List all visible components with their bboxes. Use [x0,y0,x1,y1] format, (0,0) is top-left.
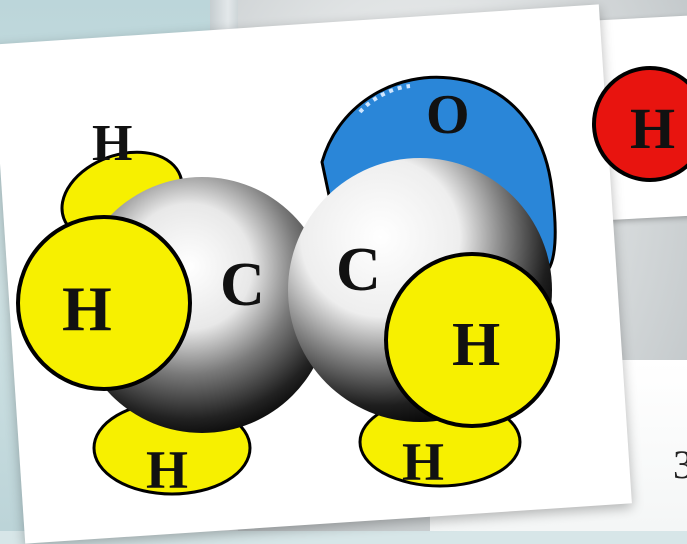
edge-text: 3 [673,445,687,485]
hydrogen-atom-left-front [16,215,192,391]
atom-label-o: O [426,84,470,146]
atom-label-h-right: H [452,311,500,379]
oxygen-hydrogen-atom: H [592,66,687,182]
hydrogen-atom-icon [384,252,560,428]
atom-label-h-oxygen: H [630,96,675,161]
atom-label-h-top: H [92,115,132,172]
atom-label-h-left: H [62,273,112,344]
atom-label-c-left: C [220,251,265,319]
hydrogen-atom-icon [592,66,687,182]
atom-label-c-right: C [336,236,381,304]
atom-label-h-bottom-right: H [402,432,444,492]
hydrogen-atom-icon [16,215,192,391]
hydrogen-atom-right-front [384,252,560,428]
atom-label-h-bottom-left: H [146,440,188,500]
ethanol-molecule-model: H H O C C H H H H [16,66,687,500]
